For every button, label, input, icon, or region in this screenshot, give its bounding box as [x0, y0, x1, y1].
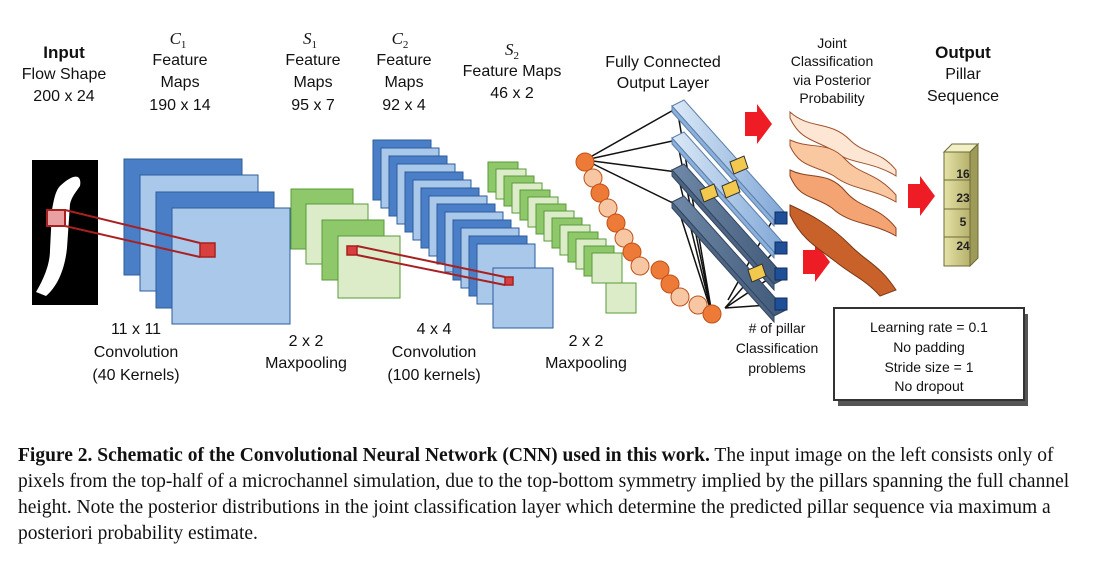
pool2-label: 2 x 2 Maxpooling — [545, 333, 627, 372]
svg-text:S1: S1 — [303, 29, 317, 51]
svg-text:Maps: Maps — [384, 74, 423, 91]
pillar-value-4: 24 — [956, 239, 970, 253]
svg-text:2 x 2: 2 x 2 — [289, 333, 324, 350]
svg-text:No padding: No padding — [893, 339, 965, 355]
svg-text:4 x 4: 4 x 4 — [417, 321, 452, 338]
output-pillar-sequence: 16 23 5 24 — [942, 142, 980, 268]
output-label: Output Pillar Sequence — [927, 43, 999, 105]
svg-text:Joint: Joint — [817, 35, 847, 51]
svg-text:46 x 2: 46 x 2 — [490, 85, 534, 102]
svg-text:No dropout: No dropout — [894, 378, 963, 394]
pillar-value-2: 23 — [956, 191, 970, 205]
c2-label: C2 Feature Maps 92 x 4 — [376, 29, 431, 114]
pillar-value-1: 16 — [956, 167, 970, 181]
svg-text:C2: C2 — [392, 29, 409, 51]
c2-feature-map-stack — [372, 139, 554, 329]
svg-text:S2: S2 — [505, 40, 519, 62]
svg-text:200 x 24: 200 x 24 — [33, 88, 94, 105]
svg-text:Flow Shape: Flow Shape — [22, 66, 107, 83]
svg-text:Feature: Feature — [285, 52, 340, 69]
fc-output-bars — [671, 99, 788, 324]
s2-label: S2 Feature Maps 46 x 2 — [463, 40, 562, 102]
svg-text:Maxpooling: Maxpooling — [545, 355, 627, 372]
svg-text:(40 Kernels): (40 Kernels) — [92, 367, 179, 384]
c1-label: C1 Feature Maps 190 x 14 — [149, 29, 210, 114]
caption-body: The input image on the left consists onl… — [18, 445, 1070, 544]
pillar-problems-label: # of pillar Classification problems — [736, 320, 818, 376]
s1-feature-map-stack — [290, 188, 401, 299]
input-image — [32, 160, 98, 305]
svg-text:95 x 7: 95 x 7 — [291, 97, 335, 114]
fc-label: Fully Connected Output Layer — [605, 54, 721, 92]
c1-feature-map-stack — [123, 158, 291, 325]
svg-text:Stride size = 1: Stride size = 1 — [884, 359, 973, 375]
svg-text:11 x 11: 11 x 11 — [111, 321, 161, 338]
s1-label: S1 Feature Maps 95 x 7 — [285, 29, 340, 114]
svg-text:Sequence: Sequence — [927, 88, 999, 105]
svg-text:Feature: Feature — [376, 52, 431, 69]
svg-text:Maxpooling: Maxpooling — [265, 355, 347, 372]
caption-title: Schematic of the Convolutional Neural Ne… — [97, 445, 710, 466]
svg-text:# of pillar: # of pillar — [749, 320, 806, 336]
s2-feature-map-stack — [487, 161, 637, 314]
svg-text:Maps: Maps — [160, 74, 199, 91]
red-arrow-icon — [745, 104, 935, 282]
svg-text:Input: Input — [43, 43, 85, 62]
svg-text:(100 kernels): (100 kernels) — [387, 367, 480, 384]
input-label: Input Flow Shape 200 x 24 — [22, 43, 107, 105]
svg-text:Feature Maps: Feature Maps — [463, 63, 562, 80]
svg-text:Output: Output — [935, 43, 991, 62]
svg-text:Probability: Probability — [799, 90, 864, 106]
conv1-projection — [64, 209, 201, 258]
svg-text:Convolution: Convolution — [392, 344, 477, 361]
svg-text:C1: C1 — [170, 29, 187, 51]
svg-text:Pillar: Pillar — [945, 66, 981, 83]
svg-text:Output Layer: Output Layer — [617, 75, 710, 92]
posterior-distributions — [789, 110, 897, 297]
caption-label: Figure 2. — [18, 445, 93, 466]
pillar-value-3: 5 — [960, 215, 967, 229]
fc-neurons — [575, 152, 722, 324]
svg-text:Feature: Feature — [152, 52, 207, 69]
cnn-schematic: Input Flow Shape 200 x 24 C1 Feature Map… — [22, 29, 1028, 406]
joint-label: Joint Classification via Posterior Proba… — [791, 35, 873, 106]
conv2-label: 4 x 4 Convolution (100 kernels) — [387, 321, 480, 384]
svg-text:Fully Connected: Fully Connected — [605, 54, 721, 71]
svg-text:Convolution: Convolution — [94, 344, 179, 361]
svg-text:problems: problems — [748, 360, 806, 376]
svg-text:92 x 4: 92 x 4 — [382, 97, 426, 114]
hyperparameter-box: Learning rate = 0.1 No padding Stride si… — [833, 307, 1028, 406]
svg-text:Learning rate = 0.1: Learning rate = 0.1 — [870, 319, 988, 335]
svg-text:Maps: Maps — [293, 74, 332, 91]
figure-caption: Figure 2. Schematic of the Convolutional… — [18, 443, 1098, 547]
pool1-label: 2 x 2 Maxpooling — [265, 333, 347, 372]
svg-text:via Posterior: via Posterior — [793, 72, 871, 88]
svg-text:190 x 14: 190 x 14 — [149, 97, 210, 114]
svg-text:Classification: Classification — [736, 340, 818, 356]
svg-text:2 x 2: 2 x 2 — [569, 333, 604, 350]
svg-text:Classification: Classification — [791, 53, 873, 69]
conv2-projection — [356, 245, 506, 286]
conv1-label: 11 x 11 Convolution (40 Kernels) — [92, 321, 179, 384]
